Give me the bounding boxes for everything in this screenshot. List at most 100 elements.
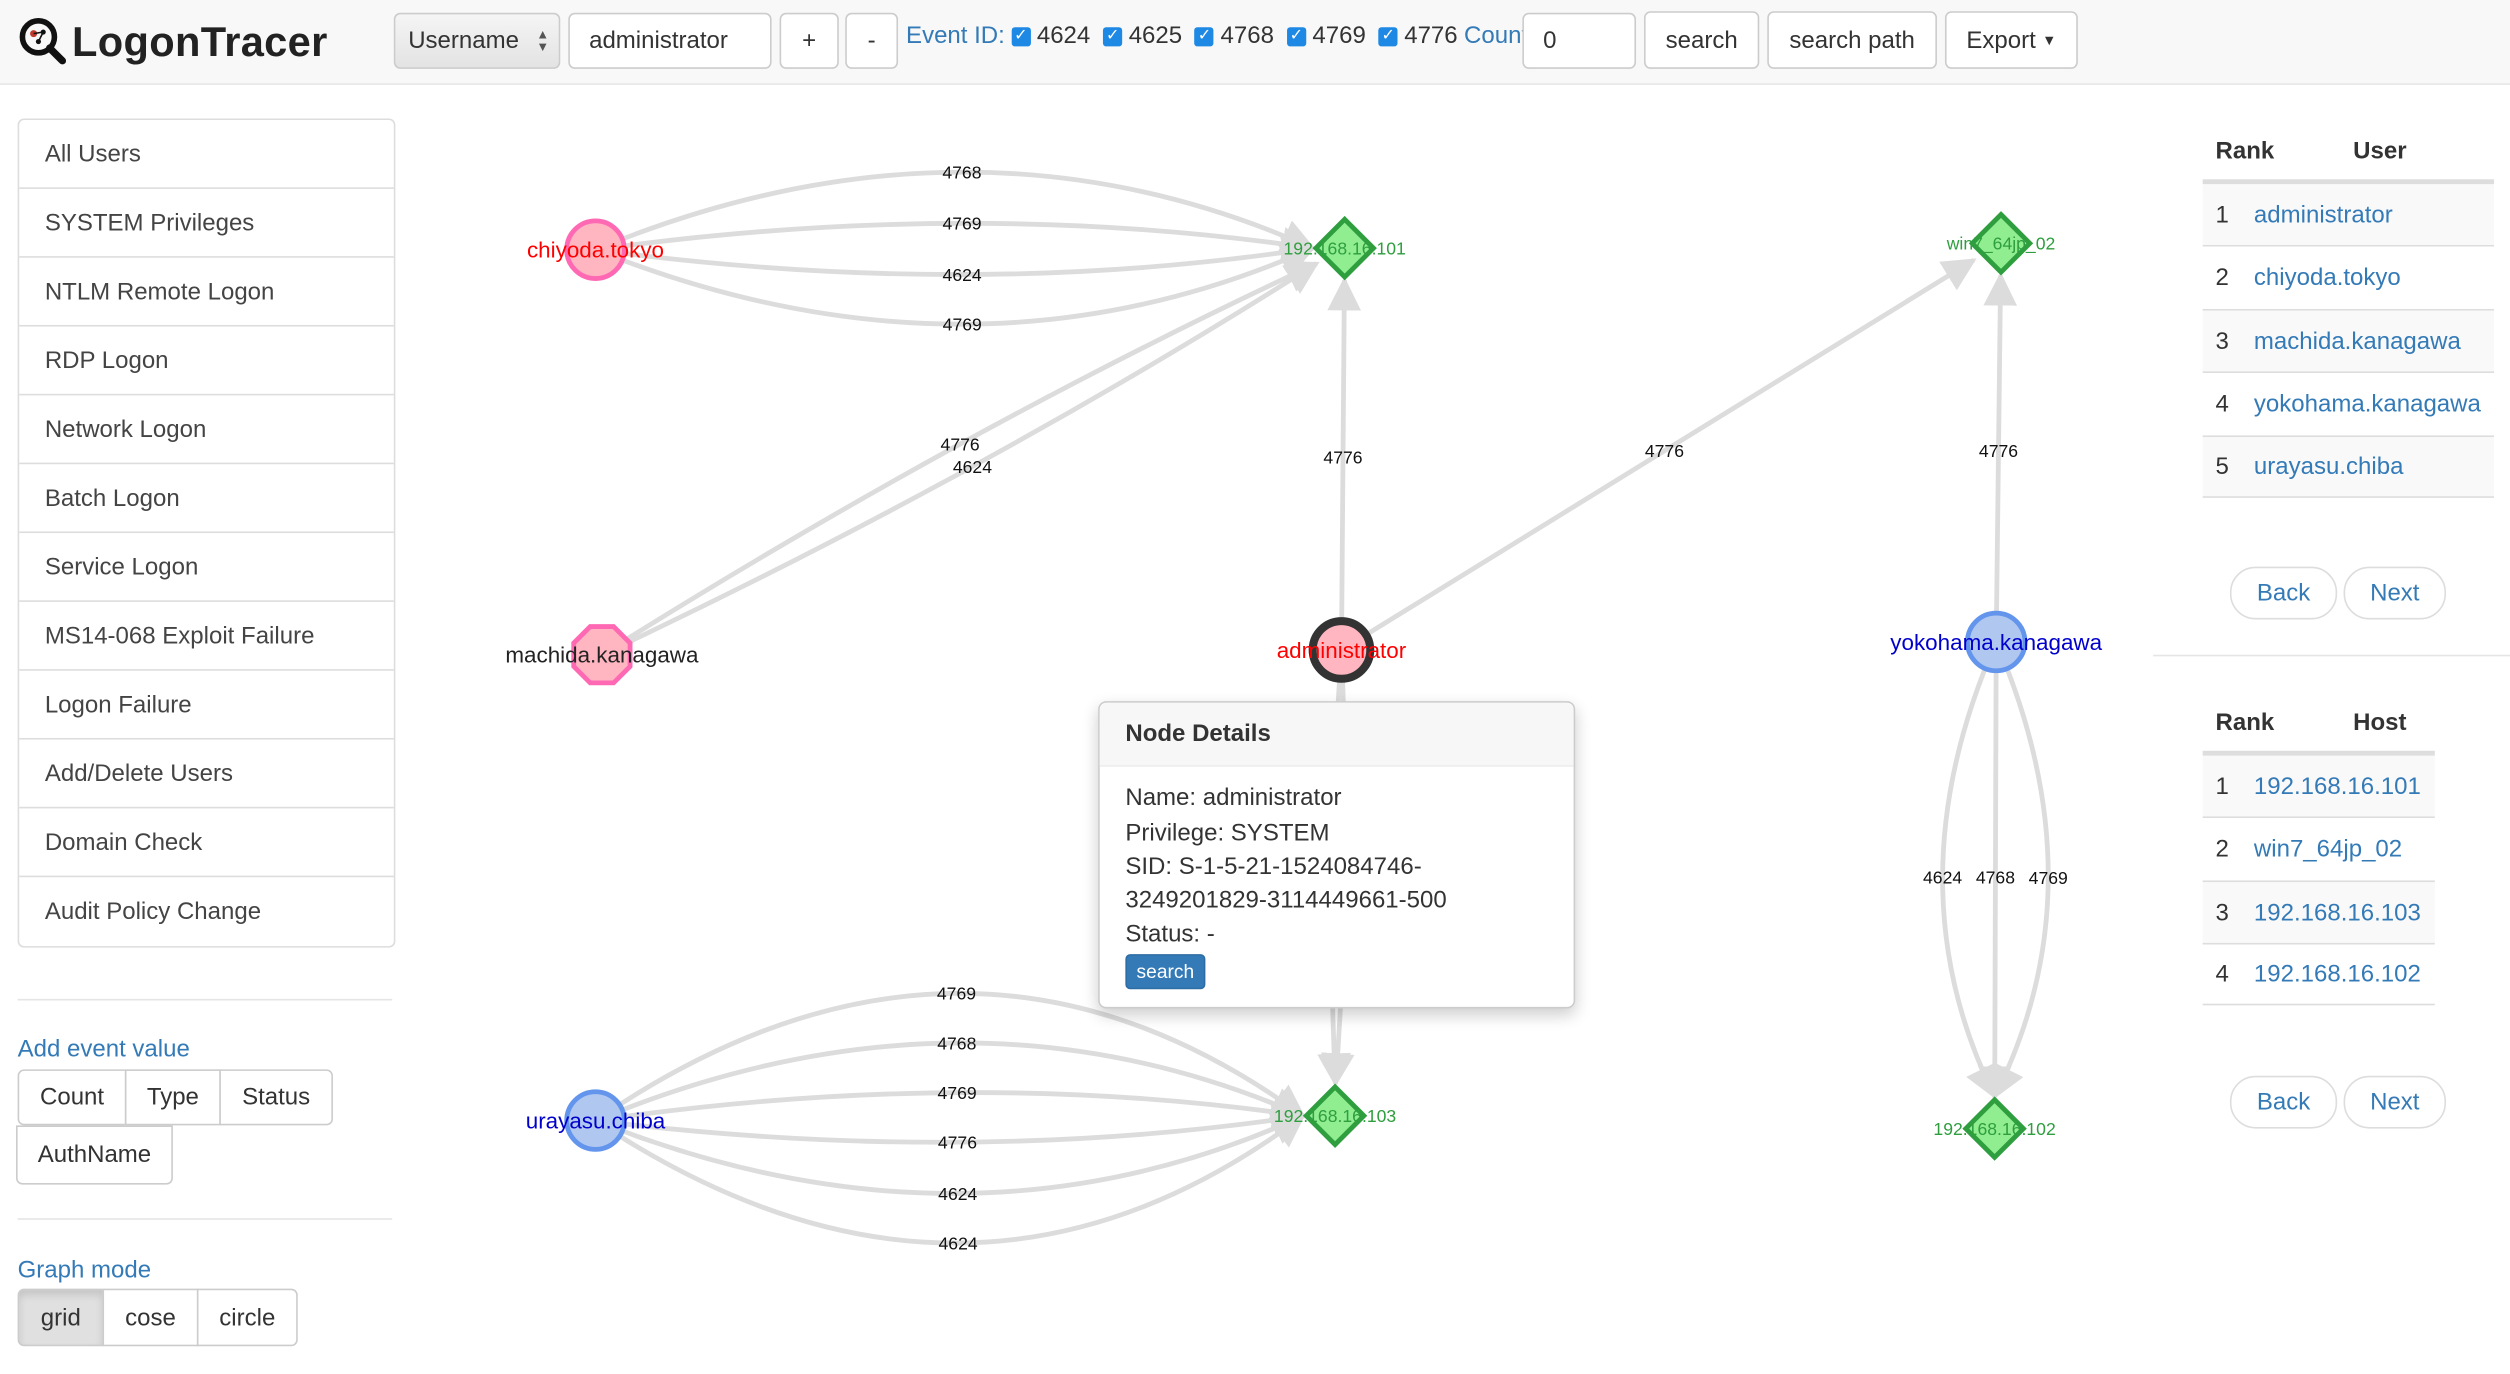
event-4776-checkbox[interactable]: ✓ — [1378, 26, 1398, 46]
rank-cell: 3 — [2215, 327, 2229, 355]
machida-to-101-edge[interactable] — [600, 261, 1320, 657]
host-rank-back-button[interactable]: Back — [2229, 1075, 2338, 1129]
menu-item-ntlm-remote-logon[interactable]: NTLM Remote Logon — [19, 258, 394, 327]
machida-to-101-edge[interactable] — [600, 261, 1320, 657]
menu-item-system-privileges[interactable]: SYSTEM Privileges — [19, 189, 394, 258]
divider — [2153, 654, 2510, 657]
urayasu-to-103-edge[interactable] — [594, 1113, 1307, 1196]
host-link[interactable]: 192.168.16.102 — [2253, 960, 2421, 988]
search-type-select[interactable]: Username ▲▼ — [393, 12, 561, 69]
node-label: chiyoda.tokyo — [527, 238, 664, 263]
event-4769-checkbox[interactable]: ✓ — [1286, 26, 1306, 46]
node-name-line: Name: administrator — [1125, 784, 1342, 812]
event-value-count-button[interactable]: Count — [17, 1069, 127, 1126]
menu-item-add-delete-users[interactable]: Add/Delete Users — [19, 740, 394, 809]
menu-item-batch-logon[interactable]: Batch Logon — [19, 464, 394, 534]
host-rank-next-button[interactable]: Next — [2343, 1075, 2447, 1129]
admin-to-win7-edge[interactable] — [1340, 258, 1977, 652]
analysis-menu: All Users SYSTEM Privileges NTLM Remote … — [17, 118, 396, 948]
menu-item-network-logon[interactable]: Network Logon — [19, 395, 394, 465]
yokohama-to-102-edge[interactable] — [1940, 640, 1999, 1100]
host-node-win7[interactable]: win7_64jp_02 — [1946, 211, 2056, 276]
edge-event-label: 4776 — [941, 434, 980, 454]
count-input[interactable]: 0 — [1522, 12, 1637, 69]
chiyoda-to-101-edge[interactable] — [595, 220, 1316, 261]
search-button[interactable]: search — [1644, 11, 1760, 69]
edge-event-label: 4768 — [942, 163, 981, 183]
event-4624-checkbox[interactable]: ✓ — [1011, 26, 1031, 46]
export-dropdown-button[interactable]: Export ▼ — [1944, 11, 2078, 69]
event-id-label: Event ID: — [906, 22, 1005, 50]
user-link[interactable]: yokohama.kanagawa — [2253, 389, 2481, 418]
event-value-status-button[interactable]: Status — [219, 1069, 333, 1126]
brand[interactable]: LogonTracer — [19, 13, 327, 71]
event-4768-label: 4768 — [1220, 22, 1274, 50]
user-node-yokohama[interactable]: yokohama.kanagawa — [1890, 610, 2103, 674]
edge-event-label: 4768 — [1976, 868, 2015, 888]
menu-item-rdp-logon[interactable]: RDP Logon — [19, 327, 394, 396]
node-label: administrator — [1277, 638, 1407, 663]
chiyoda-to-101-edge[interactable] — [595, 236, 1316, 277]
search-input-value: administrator — [589, 27, 728, 55]
host-node-h103[interactable]: 192.168.16.103 — [1274, 1083, 1397, 1148]
urayasu-to-103-edge[interactable] — [594, 991, 1306, 1123]
host-link[interactable]: 192.168.16.103 — [2253, 898, 2421, 927]
user-link[interactable]: administrator — [2253, 200, 2393, 229]
user-link[interactable]: chiyoda.tokyo — [2253, 263, 2401, 291]
graph-mode-cose-button[interactable]: cose — [102, 1288, 199, 1347]
user-link[interactable]: urayasu.chiba — [2253, 453, 2404, 481]
rank-cell: 1 — [2215, 772, 2229, 800]
user-node-machida[interactable]: machida.kanagawa — [505, 624, 699, 686]
yokohama-to-102-edge[interactable] — [1992, 640, 2051, 1100]
event-value-type-button[interactable]: Type — [124, 1069, 221, 1126]
logo-magnifier-icon — [19, 18, 67, 65]
event-4625-checkbox[interactable]: ✓ — [1103, 26, 1123, 46]
user-node-administrator[interactable]: administrator — [1277, 617, 1407, 683]
yokohama-to-win7-edge[interactable] — [1983, 271, 2018, 642]
add-search-field-button[interactable]: + — [779, 12, 839, 69]
menu-item-audit-policy-change[interactable]: Audit Policy Change — [44, 898, 262, 926]
menu-item-logon-failure[interactable]: Logon Failure — [19, 671, 394, 740]
divider — [17, 998, 393, 1001]
menu-item-all-users[interactable]: All Users — [19, 120, 394, 189]
menu-item-domain-check[interactable]: Domain Check — [19, 808, 394, 878]
user-rank-next-button[interactable]: Next — [2343, 566, 2447, 620]
node-label: 192.168.16.101 — [1284, 239, 1406, 259]
user-rank-back-button[interactable]: Back — [2229, 566, 2338, 620]
menu-item-ms14-068[interactable]: MS14-068 Exploit Failure — [19, 602, 394, 671]
edge-event-label: 4776 — [938, 1133, 977, 1153]
node-search-button[interactable]: search — [1125, 954, 1206, 990]
admin-to-101-edge[interactable] — [1327, 276, 1361, 650]
host-link[interactable]: win7_64jp_02 — [2253, 834, 2403, 863]
urayasu-to-103-edge[interactable] — [595, 1090, 1307, 1129]
chiyoda-to-101-edge[interactable] — [594, 245, 1316, 327]
search-path-button[interactable]: search path — [1767, 11, 1937, 69]
graph-mode-circle-button[interactable]: circle — [196, 1288, 298, 1347]
rank-cell: 3 — [2215, 898, 2229, 927]
event-4768-checkbox[interactable]: ✓ — [1194, 26, 1215, 46]
event-value-authname-button[interactable]: AuthName — [16, 1125, 173, 1185]
search-input[interactable]: administrator — [568, 12, 772, 69]
user-node-chiyoda[interactable]: chiyoda.tokyo — [527, 218, 664, 281]
menu-item-service-logon[interactable]: Service Logon — [19, 533, 394, 602]
node-label: 192.168.16.103 — [1274, 1106, 1397, 1126]
rank-cell: 4 — [2215, 960, 2229, 988]
rank-cell: 2 — [2215, 834, 2229, 863]
host-rank-row: 1 192.168.16.101 — [2202, 753, 2435, 817]
user-node-urayasu[interactable]: urayasu.chiba — [526, 1089, 666, 1152]
chiyoda-to-101-edge[interactable] — [594, 169, 1316, 252]
urayasu-to-103-edge[interactable] — [595, 1103, 1307, 1145]
yokohama-to-102-edge[interactable] — [1977, 641, 2012, 1100]
user-link[interactable]: machida.kanagawa — [2253, 327, 2461, 355]
divider — [17, 1218, 393, 1220]
urayasu-to-103-edge[interactable] — [594, 1113, 1306, 1246]
host-link[interactable]: 192.168.16.101 — [2253, 772, 2421, 800]
export-label: Export — [1966, 26, 2036, 54]
edge-event-label: 4624 — [943, 265, 982, 285]
host-node-h102[interactable]: 192.168.16.102 — [1933, 1096, 2056, 1161]
remove-search-field-button[interactable]: - — [845, 12, 899, 69]
urayasu-to-103-edge[interactable] — [594, 1040, 1307, 1123]
host-node-h101[interactable]: 192.168.16.101 — [1284, 215, 1406, 281]
